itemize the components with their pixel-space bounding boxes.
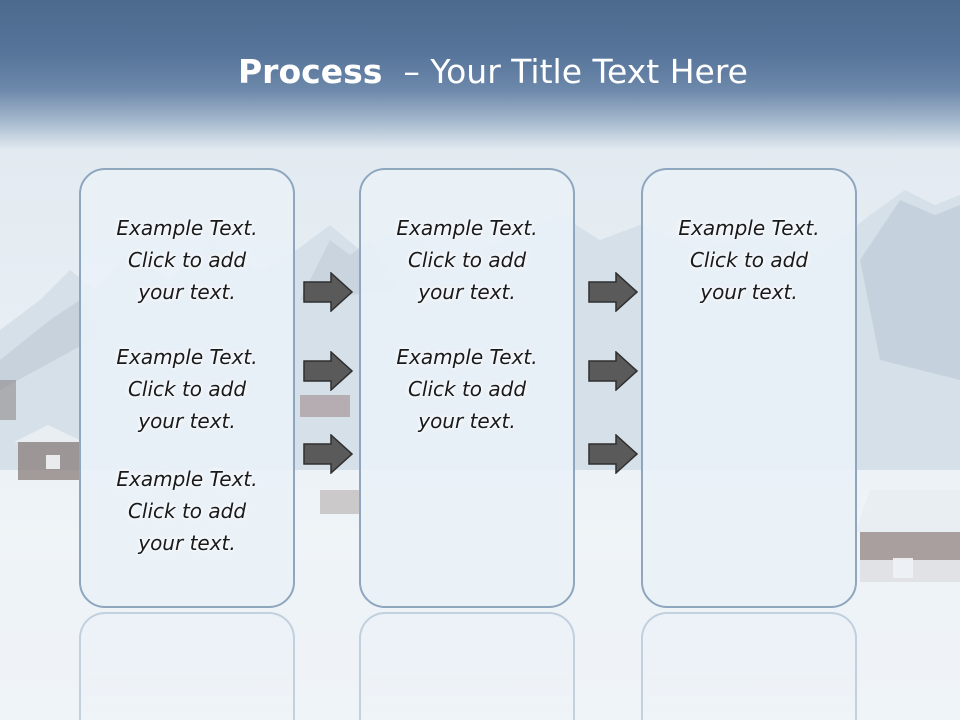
page-title[interactable]: Process – Your Title Text Here xyxy=(0,52,960,91)
text-line: your text. xyxy=(700,280,798,304)
text-line: Click to add xyxy=(407,377,527,401)
text-block[interactable]: Example Text. Click to add your text. xyxy=(81,341,293,437)
right-arrow-icon xyxy=(303,434,353,474)
title-bar: Process – Your Title Text Here xyxy=(0,0,960,150)
text-line: Example Text. xyxy=(116,467,258,491)
text-line: Click to add xyxy=(127,499,247,523)
box-reflection xyxy=(79,612,295,720)
text-line: your text. xyxy=(418,409,516,433)
process-box-2[interactable]: Example Text. Click to add your text. Ex… xyxy=(359,168,575,608)
text-line: Example Text. xyxy=(678,216,820,240)
text-line: your text. xyxy=(138,409,236,433)
right-arrow-icon xyxy=(588,272,638,312)
title-rest: – Your Title Text Here xyxy=(403,52,748,91)
box-reflection xyxy=(359,612,575,720)
right-arrow-icon xyxy=(303,272,353,312)
text-block[interactable]: Example Text. Click to add your text. xyxy=(643,212,855,308)
right-arrow-icon xyxy=(588,434,638,474)
text-line: Example Text. xyxy=(396,216,538,240)
text-line: your text. xyxy=(418,280,516,304)
process-box-1[interactable]: Example Text. Click to add your text. Ex… xyxy=(79,168,295,608)
text-line: Example Text. xyxy=(396,345,538,369)
box-reflection xyxy=(641,612,857,720)
text-block[interactable]: Example Text. Click to add your text. xyxy=(361,341,573,437)
text-block[interactable]: Example Text. Click to add your text. xyxy=(81,212,293,308)
text-line: Click to add xyxy=(127,248,247,272)
right-arrow-icon xyxy=(588,351,638,391)
text-line: Click to add xyxy=(127,377,247,401)
text-block[interactable]: Example Text. Click to add your text. xyxy=(81,463,293,559)
title-bold-word: Process xyxy=(238,52,383,91)
text-line: your text. xyxy=(138,280,236,304)
text-line: Example Text. xyxy=(116,216,258,240)
text-line: Click to add xyxy=(689,248,809,272)
text-line: Click to add xyxy=(407,248,527,272)
text-line: Example Text. xyxy=(116,345,258,369)
text-block[interactable]: Example Text. Click to add your text. xyxy=(361,212,573,308)
text-line: your text. xyxy=(138,531,236,555)
right-arrow-icon xyxy=(303,351,353,391)
process-box-3[interactable]: Example Text. Click to add your text. xyxy=(641,168,857,608)
